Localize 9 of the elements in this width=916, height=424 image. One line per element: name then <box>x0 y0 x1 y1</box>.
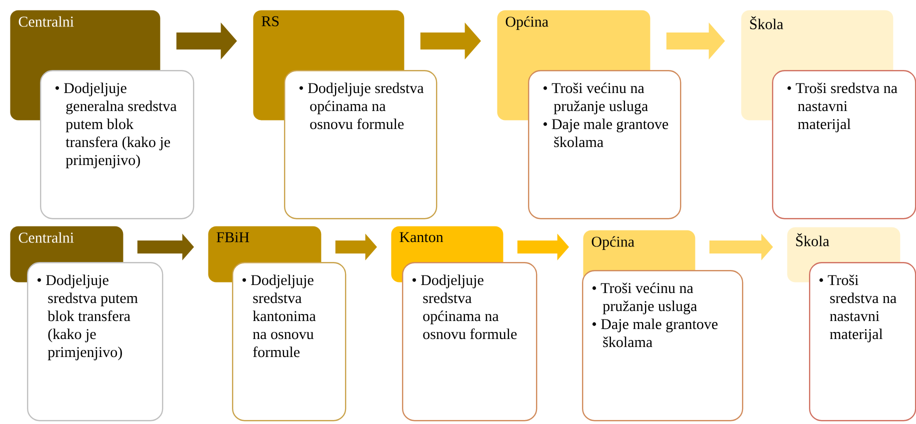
text-box: • Dodjeljuje sredstva općinama na osnovu formule <box>284 70 438 220</box>
text-box: • Troši sredstva na nastavni materijal <box>809 262 916 422</box>
text-box: • Troši većinu na pružanje usluga • Daje male grantove školama <box>582 270 744 422</box>
text-box: • Dodjeljuje generalna sredstva putem blok transfera (kako je primjenjivo) <box>40 70 194 220</box>
text-box: • Dodjeljuje sredstva kantonima na osnovu formule <box>232 262 346 422</box>
text-box: • Dodjeljuje sredstva putem blok transfera (kako je primjenjivo) <box>27 262 164 422</box>
text-box: • Troši sredstva na nastavni materijal <box>772 70 916 220</box>
text-box: • Troši većinu na pružanje usluga • Daje male grantove školama <box>528 70 682 220</box>
text-box: • Dodjeljuje sredstva općinama na osnovu formule <box>402 262 538 422</box>
